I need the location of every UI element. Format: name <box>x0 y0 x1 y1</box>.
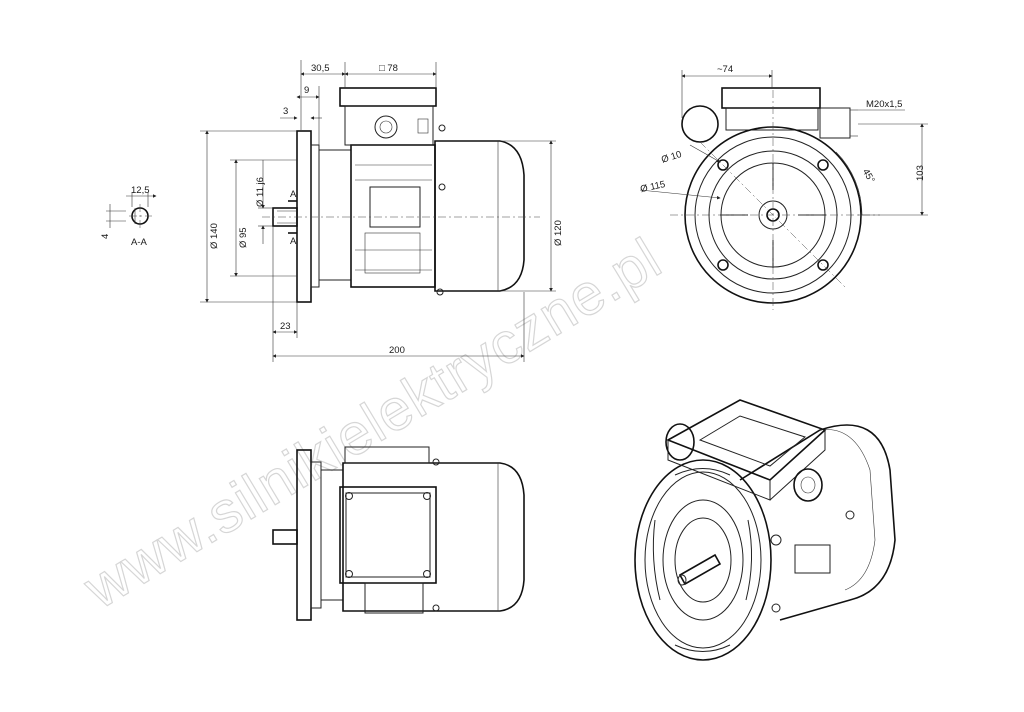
side-view: A A 30,5 □ 78 9 3 Ø 140 Ø 95 Ø 11 j6 <box>200 60 564 362</box>
dim-120: Ø 120 <box>553 220 564 246</box>
top-view <box>272 446 525 621</box>
section-mark-top: A <box>290 189 297 200</box>
isometric-view <box>634 399 896 661</box>
dim-115: Ø 115 <box>639 179 666 195</box>
dim-9: 9 <box>304 85 309 96</box>
section-label: A-A <box>131 237 148 248</box>
dim-4: 4 <box>100 234 111 239</box>
dim-3: 3 <box>283 106 288 117</box>
end-view: ~74 M20x1,5 103 Ø 10 Ø 115 45° <box>639 64 928 310</box>
dim-200: 200 <box>389 345 405 356</box>
section-mark-bottom: A <box>290 236 297 247</box>
dim-103: 103 <box>915 165 926 181</box>
dim-square-78: □ 78 <box>379 63 398 74</box>
dim-10: Ø 10 <box>660 149 683 166</box>
shaft-section-view: 12,5 4 A-A <box>100 185 157 248</box>
dim-12-5: 12,5 <box>131 185 150 196</box>
dim-95: Ø 95 <box>238 227 249 248</box>
dim-45: 45° <box>860 167 877 185</box>
watermark: www.silnikielektryczne.pl <box>72 226 672 622</box>
dim-23: 23 <box>280 321 291 332</box>
dim-74: ~74 <box>717 64 733 75</box>
dim-140: Ø 140 <box>209 223 220 249</box>
dim-m20: M20x1,5 <box>866 99 902 110</box>
dim-30-5: 30,5 <box>311 63 330 74</box>
dim-11-j6: Ø 11 j6 <box>255 177 266 207</box>
